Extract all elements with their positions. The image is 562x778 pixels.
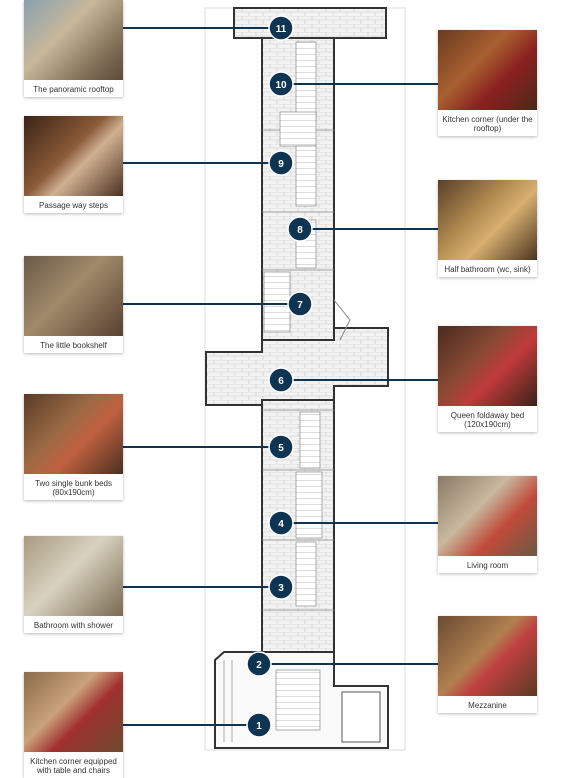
marker-number: 2 bbox=[256, 660, 262, 671]
photo-caption: Mezzanine bbox=[468, 701, 507, 710]
photo-caption: The panoramic rooftop bbox=[33, 85, 114, 94]
marker-circle bbox=[268, 150, 294, 176]
marker-2[interactable]: 2 bbox=[246, 651, 272, 677]
photo-card-10[interactable]: Kitchen corner (under the rooftop) bbox=[438, 30, 537, 136]
photo-caption: Half bathroom (wc, sink) bbox=[444, 265, 531, 274]
photo-card-11[interactable]: The panoramic rooftop bbox=[24, 0, 123, 97]
marker-circle bbox=[268, 574, 294, 600]
living-room-photo bbox=[438, 476, 537, 556]
marker-circle bbox=[246, 651, 272, 677]
half-bathroom-photo bbox=[438, 180, 537, 260]
marker-circle bbox=[287, 291, 313, 317]
marker-number: 7 bbox=[297, 300, 303, 311]
marker-6[interactable]: 6 bbox=[268, 367, 294, 393]
marker-circle bbox=[268, 434, 294, 460]
marker-11[interactable]: 11 bbox=[268, 15, 294, 41]
marker-10[interactable]: 10 bbox=[268, 71, 294, 97]
bathroom-photo bbox=[24, 536, 123, 616]
photo-card-5[interactable]: Two single bunk beds (80x190cm) bbox=[24, 394, 123, 500]
marker-number: 11 bbox=[276, 24, 287, 35]
marker-circle bbox=[268, 367, 294, 393]
marker-number: 4 bbox=[278, 519, 284, 530]
marker-number: 8 bbox=[297, 225, 303, 236]
marker-1[interactable]: 1 bbox=[246, 712, 272, 738]
photo-card-7[interactable]: The little bookshelf bbox=[24, 256, 123, 353]
photo-caption: The little bookshelf bbox=[40, 341, 107, 350]
photo-caption: Queen foldaway bed (120x190cm) bbox=[450, 411, 525, 429]
photo-card-9[interactable]: Passage way steps bbox=[24, 116, 123, 213]
kitchen-corner-photo bbox=[438, 30, 537, 110]
marker-8[interactable]: 8 bbox=[287, 216, 313, 242]
rooftop-photo bbox=[24, 0, 123, 80]
photo-card-4[interactable]: Living room bbox=[438, 476, 537, 573]
photo-caption: Bathroom with shower bbox=[33, 621, 114, 630]
spiral-steps-photo bbox=[24, 116, 123, 196]
marker-number: 5 bbox=[278, 443, 284, 454]
marker-circle bbox=[268, 510, 294, 536]
marker-5[interactable]: 5 bbox=[268, 434, 294, 460]
marker-number: 3 bbox=[278, 583, 284, 594]
marker-4[interactable]: 4 bbox=[268, 510, 294, 536]
foldaway-bed-photo bbox=[438, 326, 537, 406]
tower-mid-section bbox=[205, 299, 389, 406]
marker-number: 10 bbox=[275, 80, 287, 91]
marker-circle bbox=[268, 71, 294, 97]
marker-9[interactable]: 9 bbox=[268, 150, 294, 176]
marker-circle bbox=[287, 216, 313, 242]
marker-number: 6 bbox=[278, 376, 284, 387]
photo-card-8[interactable]: Half bathroom (wc, sink) bbox=[438, 180, 537, 277]
marker-7[interactable]: 7 bbox=[287, 291, 313, 317]
marker-3[interactable]: 3 bbox=[268, 574, 294, 600]
photo-caption: Two single bunk beds (80x190cm) bbox=[35, 479, 112, 497]
bookshelf-photo bbox=[24, 256, 123, 336]
photo-caption: Kitchen corner (under the rooftop) bbox=[442, 115, 533, 133]
marker-circle bbox=[246, 712, 272, 738]
photo-card-1[interactable]: Kitchen corner equipped with table and c… bbox=[24, 672, 123, 778]
kitchen-table-photo bbox=[24, 672, 123, 752]
rooftop-outline bbox=[233, 7, 387, 39]
photo-caption: Living room bbox=[466, 561, 509, 570]
marker-number: 1 bbox=[256, 721, 262, 732]
tower-base bbox=[214, 651, 389, 749]
photo-caption: Kitchen corner equipped with table and c… bbox=[30, 757, 117, 775]
bunk-beds-photo bbox=[24, 394, 123, 474]
photo-card-2[interactable]: Mezzanine bbox=[438, 616, 537, 713]
mezzanine-photo bbox=[438, 616, 537, 696]
photo-card-6[interactable]: Queen foldaway bed (120x190cm) bbox=[438, 326, 537, 432]
photo-card-3[interactable]: Bathroom with shower bbox=[24, 536, 123, 633]
marker-number: 9 bbox=[278, 159, 284, 170]
photo-caption: Passage way steps bbox=[39, 201, 108, 210]
marker-circle bbox=[268, 15, 294, 41]
